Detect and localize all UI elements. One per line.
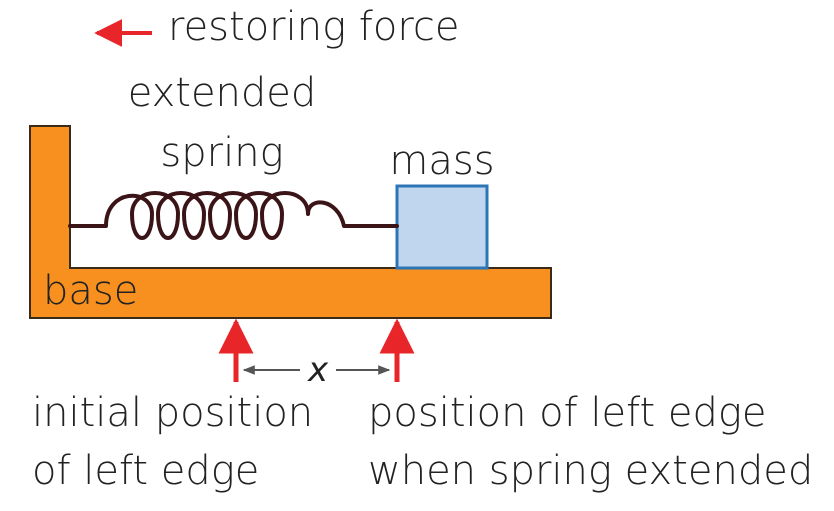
spring-label-line1: extended	[128, 70, 317, 116]
mass-label: mass	[389, 138, 494, 184]
initial-position-caption-line2: of left edge	[32, 448, 259, 494]
spring-label-line2: spring	[160, 130, 283, 176]
initial-position-caption-line1: initial position	[32, 390, 313, 436]
base-label: base	[43, 268, 138, 314]
base-platform	[29, 125, 552, 319]
extended-position-caption-line2: when spring extended	[368, 448, 813, 494]
mass-block	[395, 184, 489, 270]
spring-coil	[68, 191, 399, 240]
extended-position-caption-line1: position of left edge	[368, 390, 767, 436]
displacement-label: x	[307, 350, 329, 390]
restoring-force-label: restoring force	[168, 4, 460, 50]
